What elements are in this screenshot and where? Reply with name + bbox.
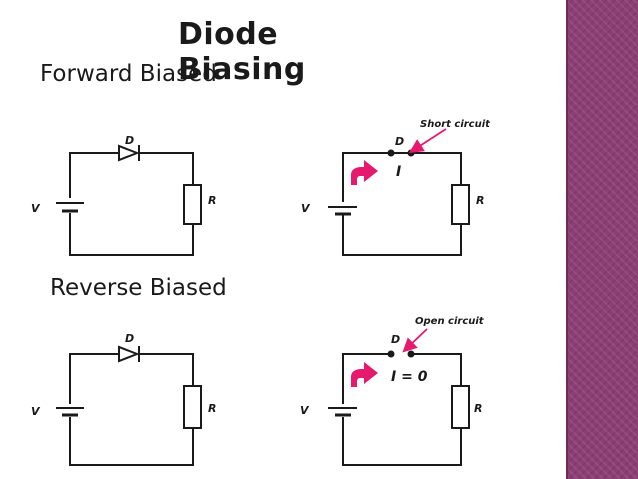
- diode-icon: [118, 144, 140, 162]
- resistor-label: R: [474, 402, 482, 415]
- circuit-wire: [342, 417, 462, 466]
- callout-pointer: [408, 128, 447, 153]
- battery-icon: [328, 407, 357, 417]
- diode-label: D: [391, 333, 400, 346]
- resistor-label: R: [208, 402, 216, 415]
- diode-icon: [118, 345, 140, 363]
- forward-diode-circuit: [56, 144, 202, 256]
- current-arrow-icon: [351, 160, 378, 185]
- circuit-wire: [139, 353, 194, 386]
- circuit-wire: [69, 353, 119, 404]
- circuit-wire: [411, 353, 462, 386]
- open-circuit-note: Open circuit: [415, 316, 485, 327]
- callout-pointer: [402, 328, 428, 353]
- resistor-icon: [183, 385, 202, 429]
- circuit-wire: [69, 213, 194, 256]
- resistor-icon: [451, 184, 470, 225]
- battery-icon: [56, 407, 84, 417]
- circuit-wire: [69, 152, 119, 198]
- switch-terminal-left: [387, 149, 395, 157]
- decorative-side-band: [568, 0, 638, 479]
- switch-terminal-right: [407, 350, 415, 358]
- reverse-diode-circuit: [56, 345, 202, 466]
- current-label: I: [396, 164, 401, 180]
- slide-title: Diode Biasing: [178, 17, 306, 87]
- diode-label: D: [125, 134, 134, 147]
- switch-terminal-left: [387, 350, 395, 358]
- circuit-wire: [342, 152, 391, 202]
- resistor-label: R: [476, 194, 484, 207]
- side-band-edge: [566, 0, 569, 479]
- forward-equivalent-circuit: [328, 152, 470, 256]
- short-circuit-note: Short circuit: [420, 119, 491, 130]
- reverse-biased-heading: Reverse Biased: [50, 275, 227, 301]
- voltage-label: V: [31, 405, 41, 418]
- reverse-equivalent-circuit: [328, 353, 470, 466]
- circuit-wire: [69, 417, 194, 466]
- voltage-label: V: [300, 404, 310, 417]
- circuit-wire: [411, 152, 462, 185]
- current-label: I = 0: [391, 369, 428, 385]
- current-arrow-icon: [351, 362, 378, 387]
- resistor-icon: [451, 385, 470, 429]
- resistor-icon: [183, 184, 202, 225]
- voltage-label: V: [301, 202, 311, 215]
- resistor-label: R: [208, 194, 216, 207]
- circuit-wire: [342, 214, 462, 256]
- battery-icon: [56, 202, 84, 213]
- diode-label: D: [395, 135, 404, 148]
- forward-biased-heading: Forward Biased: [40, 61, 217, 87]
- circuit-wire: [139, 152, 194, 185]
- voltage-label: V: [31, 202, 41, 215]
- battery-icon: [328, 206, 357, 216]
- diode-label: D: [125, 332, 134, 345]
- circuit-wire: [342, 353, 391, 404]
